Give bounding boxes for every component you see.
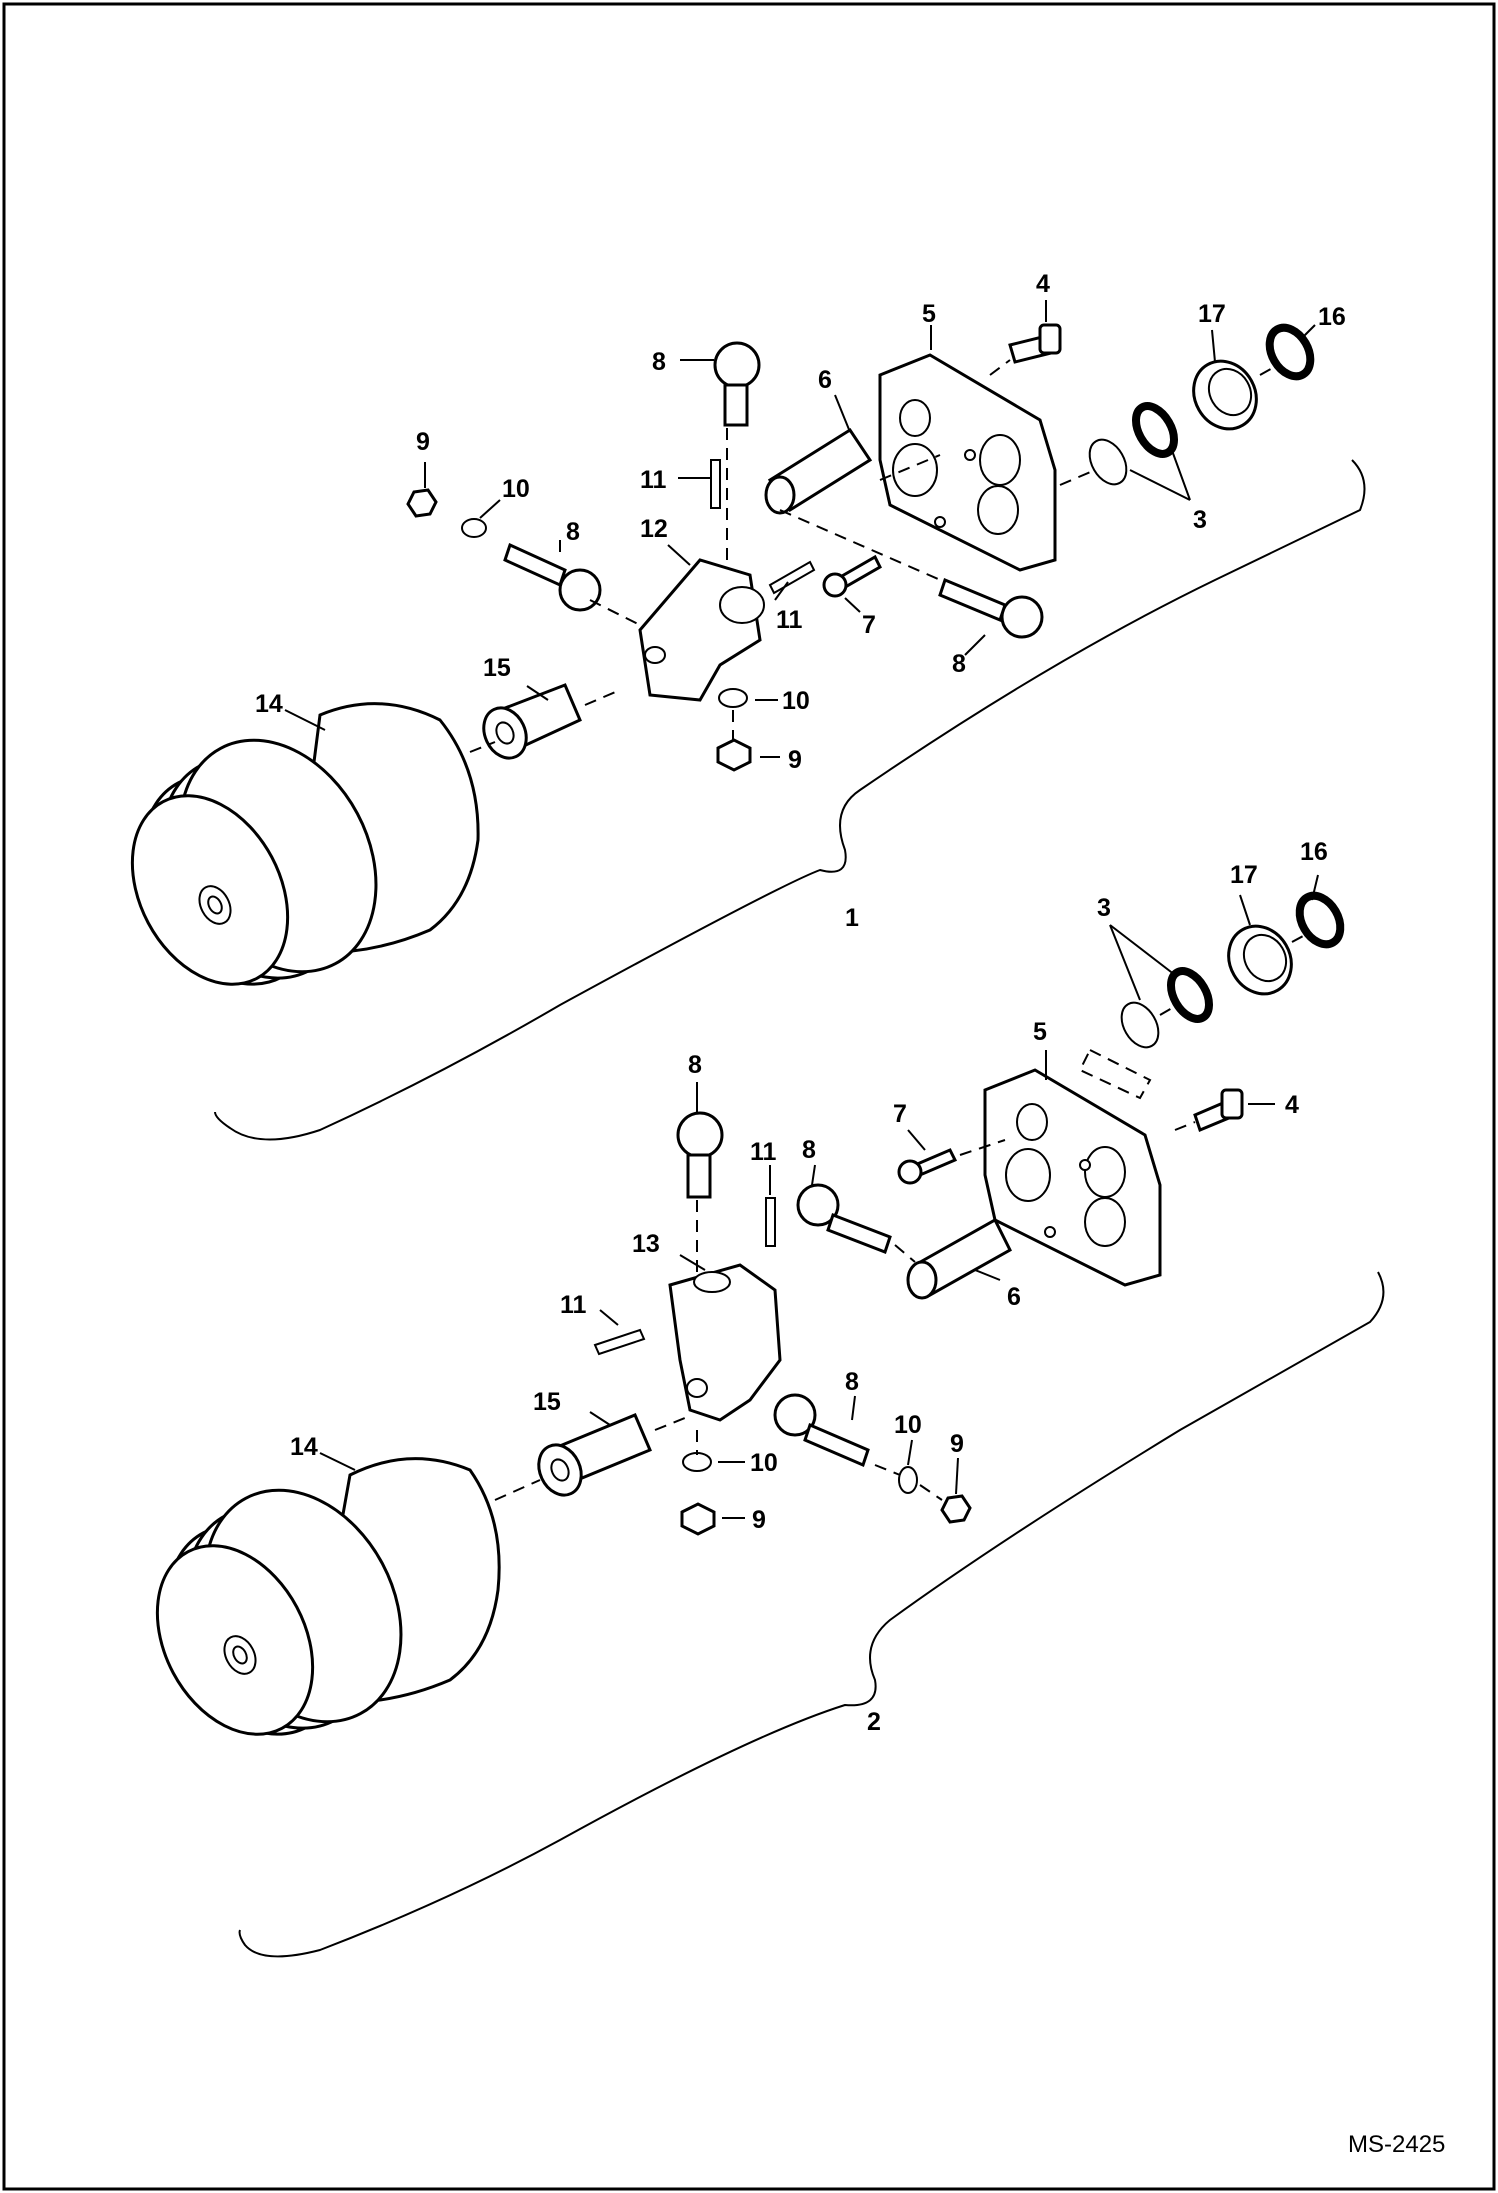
pin-11-top (765, 1197, 776, 1247)
washer-10-bottom (718, 688, 748, 708)
sleeve-6 (906, 1217, 1012, 1300)
callout-9: 9 (788, 746, 802, 774)
assembly-2: 3 17 16 5 4 7 6 8 11 8 13 11 15 14 8 10 … (155, 838, 1385, 1958)
callout-11: 11 (750, 1138, 777, 1166)
ball-stud-8-mid (796, 1183, 892, 1254)
callout-10: 10 (782, 687, 810, 715)
plate-5 (878, 353, 1057, 572)
callout-16: 16 (1318, 303, 1346, 331)
pin-11-right (768, 560, 816, 595)
callout-15: 15 (533, 1388, 561, 1416)
callout-6: 6 (818, 366, 832, 394)
screw-7 (822, 554, 882, 598)
callout-4: 4 (1036, 270, 1050, 298)
assembly-1: 4 5 6 8 17 16 3 11 9 10 8 12 11 7 8 15 1… (130, 270, 1366, 1141)
callout-5: 5 (922, 300, 936, 328)
drawing-code: MS-2425 (1348, 2131, 1445, 2158)
ball-stud-8-left (503, 542, 602, 612)
assembly-label-1: 1 (845, 904, 859, 932)
oring-3b (1132, 402, 1178, 458)
callout-8: 8 (652, 348, 666, 376)
callout-5: 5 (1033, 1018, 1047, 1046)
callout-8: 8 (802, 1136, 816, 1164)
callout-9: 9 (752, 1506, 766, 1534)
callout-9: 9 (416, 428, 430, 456)
oring-16 (1295, 891, 1345, 949)
ball-stud-8-right (938, 577, 1044, 639)
fitting-15 (482, 683, 582, 760)
plate-5 (983, 1068, 1162, 1287)
oring-3a (1088, 438, 1128, 486)
nut-9-right (940, 1494, 972, 1524)
callout-4: 4 (1285, 1091, 1299, 1119)
callout-10: 10 (502, 475, 530, 503)
washer-10-left (461, 518, 487, 538)
seal-17 (1192, 359, 1258, 431)
bracket-1 (214, 459, 1366, 1141)
oring-16 (1265, 323, 1315, 381)
callout-17: 17 (1198, 300, 1226, 328)
callout-9: 9 (950, 1430, 964, 1458)
nut-9-bottom (716, 738, 752, 772)
callout-7: 7 (893, 1100, 907, 1128)
callout-14: 14 (255, 690, 283, 718)
pin-11-left (593, 1328, 646, 1356)
callout-11: 11 (776, 606, 803, 634)
oring-3a (1120, 1001, 1160, 1049)
ball-stud-8-top (713, 341, 761, 427)
nut-9-bottom (680, 1502, 716, 1536)
nut-9-left (406, 488, 438, 518)
washer-10-bottom (682, 1452, 712, 1472)
bolt-4 (1193, 1088, 1244, 1133)
callout-8: 8 (688, 1051, 702, 1079)
bolt-4 (1008, 323, 1062, 364)
callout-14: 14 (290, 1433, 318, 1461)
washer-10-right (898, 1466, 918, 1494)
callout-6: 6 (1007, 1283, 1021, 1311)
callout-11: 11 (560, 1291, 587, 1319)
callout-3: 3 (1097, 894, 1111, 922)
assembly-label-2: 2 (867, 1708, 881, 1736)
screw-7 (897, 1148, 958, 1185)
callout-12: 12 (640, 515, 668, 543)
callout-7: 7 (862, 611, 876, 639)
bracket-2 (238, 1271, 1385, 1958)
callout-17: 17 (1230, 861, 1258, 889)
callout-10: 10 (750, 1449, 778, 1477)
fitting-15 (537, 1413, 652, 1497)
callout-11: 11 (640, 466, 667, 494)
ball-stud-8-top (676, 1111, 724, 1199)
callout-8: 8 (566, 518, 580, 546)
sleeve-6 (764, 427, 873, 515)
callout-10: 10 (894, 1411, 922, 1439)
seal-17 (1227, 924, 1293, 996)
callout-8: 8 (845, 1368, 859, 1396)
motor-14 (155, 1457, 501, 1736)
pin-11-top (710, 459, 721, 509)
callout-16: 16 (1300, 838, 1328, 866)
yoke-12 (638, 558, 765, 702)
yoke-13 (668, 1263, 782, 1422)
motor-14 (130, 702, 480, 986)
callout-3: 3 (1193, 506, 1207, 534)
callout-15: 15 (483, 654, 511, 682)
ball-stud-8-low (773, 1393, 870, 1468)
callout-8: 8 (952, 650, 966, 678)
oring-3b (1167, 967, 1213, 1023)
callout-13: 13 (632, 1230, 660, 1258)
